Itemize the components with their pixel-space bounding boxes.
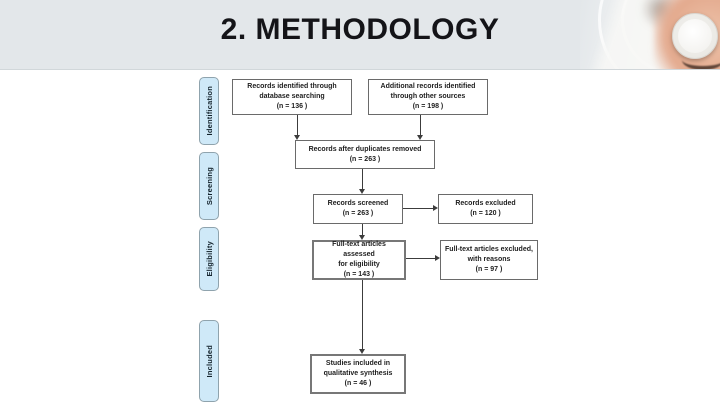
flow-box-additional-records: Additional records identified through ot… [368,79,488,115]
box-line: Records screened [327,200,389,208]
box-line: Additional records identified [380,83,476,91]
arrowhead-down [417,135,423,140]
arrowhead-down [359,349,365,354]
box-line: for eligibility [338,261,380,268]
box-line: Studies included in [325,360,391,368]
stage-label-text: Screening [204,166,214,206]
box-count: (n = 198 ) [412,102,444,110]
stethoscope-tube [682,50,720,69]
stage-label-text: Included [204,344,214,378]
box-line: Records excluded [455,200,516,208]
arrowhead-down [359,235,365,240]
connector-line [362,280,363,350]
stage-eligibility: Eligibility [199,227,219,291]
stethoscope-chestpiece-icon [672,13,718,59]
stage-label-text: Eligibility [204,241,214,277]
flow-box-studies-included: Studies included in qualitative synthesi… [310,354,406,394]
flow-box-records-identified: Records identified through database sear… [232,79,352,115]
box-line: through other sources [390,93,466,101]
connector-line [420,115,421,136]
flow-box-after-duplicates: Records after duplicates removed (n = 26… [295,140,435,169]
box-count: (n = 263 ) [349,155,381,163]
stethoscope-photo [580,0,720,69]
circle-arc-decoration [598,0,720,69]
connector-line [362,224,363,236]
box-line: database searching [259,93,325,101]
box-count: (n = 143 ) [343,270,375,278]
connector-line [297,115,298,136]
stage-label-text: Identification [204,86,214,136]
box-line: with reasons [467,256,511,264]
flow-box-fulltext-excluded: Full-text articles excluded, with reason… [440,240,538,280]
stage-included: Included [199,320,219,402]
box-count: (n = 46 ) [344,379,372,387]
box-count: (n = 263 ) [342,210,374,217]
connector-line [362,169,363,190]
flow-box-records-excluded: Records excluded (n = 120 ) [438,194,533,224]
box-line: qualitative synthesis [323,370,393,378]
arrowhead-down [294,135,300,140]
flow-box-fulltext-assessed: Full-text articles assessed for eligibil… [312,240,406,280]
arrowhead-right [435,255,440,261]
box-line: Records identified through [247,83,337,91]
connector-line [403,208,434,209]
box-count: (n = 97 ) [475,265,503,273]
stage-screening: Screening [199,152,219,220]
arrowhead-down [359,189,365,194]
connector-line [406,258,436,259]
arrowhead-right [433,205,438,211]
box-line: Full-text articles excluded, [445,246,533,254]
flow-box-records-screened: Records screened (n = 263 ) [313,194,403,224]
box-line: Full-text articles assessed [332,241,386,259]
box-count: (n = 120 ) [470,210,501,217]
slide-title: 2. METHODOLOGY [220,13,500,46]
box-count: (n = 136 ) [276,102,308,110]
stage-identification: Identification [199,77,219,145]
box-line: Records after duplicates removed [308,145,422,153]
